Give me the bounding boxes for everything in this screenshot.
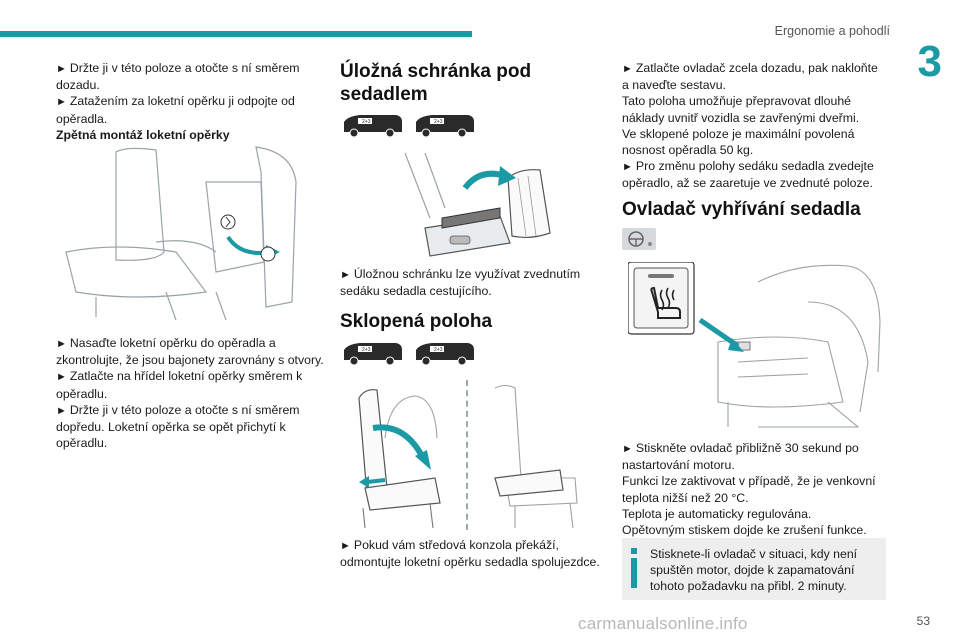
bullet-arrow-icon: ► <box>56 371 67 384</box>
instruction-item: ►Zatažením za loketní opěrku ji odpojte … <box>56 94 295 126</box>
bullet-arrow-icon: ► <box>340 269 351 281</box>
armrest-refit-illustration <box>65 146 297 321</box>
instruction-item: ►Pro změnu polohy sedáku sedadla zvedejt… <box>622 159 874 191</box>
storage-section-title: Úložná schránka pod sedadlem <box>340 61 532 105</box>
heated-seat-illustration <box>628 262 881 428</box>
bullet-arrow-icon: ► <box>622 63 633 75</box>
fold-text: ►Pokud vám středová konzola překáží, odm… <box>340 537 600 570</box>
column-1-bottom: ►Nasaďte loketní opěrku do opěradla a zk… <box>56 335 326 451</box>
bullet-arrow-icon: ► <box>56 63 67 75</box>
heated-seat-text: ►Stiskněte ovladač přibližně 30 sekund p… <box>622 440 887 538</box>
chapter-number: 3 <box>917 37 942 86</box>
info-line: Ve sklopené poloze je maximální povolená… <box>622 126 855 158</box>
van-icon: 2+3 <box>416 343 474 366</box>
bullet-arrow-icon: ► <box>56 96 67 109</box>
page-number: 53 <box>916 614 930 628</box>
info-line: Tato poloha umožňuje přepravovat dlouhé … <box>622 94 860 125</box>
instruction-item: ►Nasaďte loketní opěrku do opěradla a zk… <box>56 336 324 368</box>
fold-section-title: Sklopená poloha <box>340 311 493 332</box>
info-line: Opětovným stiskem dojde ke zrušení funkc… <box>622 523 867 538</box>
info-line: Funkci lze zaktivovat v případě, že je v… <box>622 474 876 505</box>
column-3-top: ►Zatlačte ovladač zcela dozadu, pak nakl… <box>622 60 887 192</box>
bullet-arrow-icon: ► <box>622 443 633 455</box>
seat-heating-button-icon <box>628 262 695 335</box>
van-icon-label: 2+3 <box>362 347 371 353</box>
info-note-box: Stisknete-li ovladač v situaci, kdy není… <box>622 538 886 600</box>
van-icon: 2+3 <box>344 115 402 138</box>
column-1-top: ►Držte ji v této poloze a otočte s ní sm… <box>56 60 326 143</box>
van-icon-label: 2+3 <box>434 119 443 125</box>
illustration-divider <box>466 380 468 530</box>
instruction-item: ►Úložnou schránku lze využívat zvednutím… <box>340 267 581 299</box>
steering-wheel-badge-icon <box>622 228 656 250</box>
storage-text: ►Úložnou schránku lze využívat zvednutím… <box>340 266 590 299</box>
heated-seat-section-title: Ovladač vyhřívání sedadla <box>622 199 861 220</box>
instruction-item: ►Zatlačte ovladač zcela dozadu, pak nakl… <box>622 61 878 93</box>
bullet-arrow-icon: ► <box>56 404 67 417</box>
van-variant-badges: 2+3 2+3 <box>344 343 474 366</box>
bullet-arrow-icon: ► <box>622 161 633 174</box>
refit-heading: Zpětná montáž loketní opěrky <box>56 127 230 142</box>
under-seat-storage-illustration <box>404 152 551 257</box>
info-icon <box>631 548 637 588</box>
instruction-item: ►Zatlačte na hřídel loketní opěrky směre… <box>56 369 303 401</box>
info-line: Teplota je automaticky regulována. <box>622 506 812 521</box>
folded-seat-illustration <box>358 384 578 529</box>
header-accent-bar <box>0 31 472 37</box>
bullet-arrow-icon: ► <box>340 540 351 552</box>
instruction-item: ►Držte ji v této poloze a otočte s ní sm… <box>56 61 300 93</box>
section-title: Ergonomie a pohodlí <box>774 24 890 38</box>
watermark: carmanualsonline.info <box>578 614 748 633</box>
van-icon-label: 2+3 <box>434 347 443 353</box>
instruction-item: ►Držte ji v této poloze a otočte s ní sm… <box>56 402 300 451</box>
bullet-arrow-icon: ► <box>56 338 67 350</box>
van-icon-label: 2+3 <box>362 119 371 125</box>
instruction-item: ►Pokud vám středová konzola překáží, odm… <box>340 538 600 570</box>
van-variant-badges: 2+3 2+3 <box>344 115 474 138</box>
van-icon: 2+3 <box>344 343 402 366</box>
info-note-text: Stisknete-li ovladač v situaci, kdy není… <box>650 547 858 593</box>
van-icon: 2+3 <box>416 115 474 138</box>
instruction-item: ►Stiskněte ovladač přibližně 30 sekund p… <box>622 441 859 473</box>
